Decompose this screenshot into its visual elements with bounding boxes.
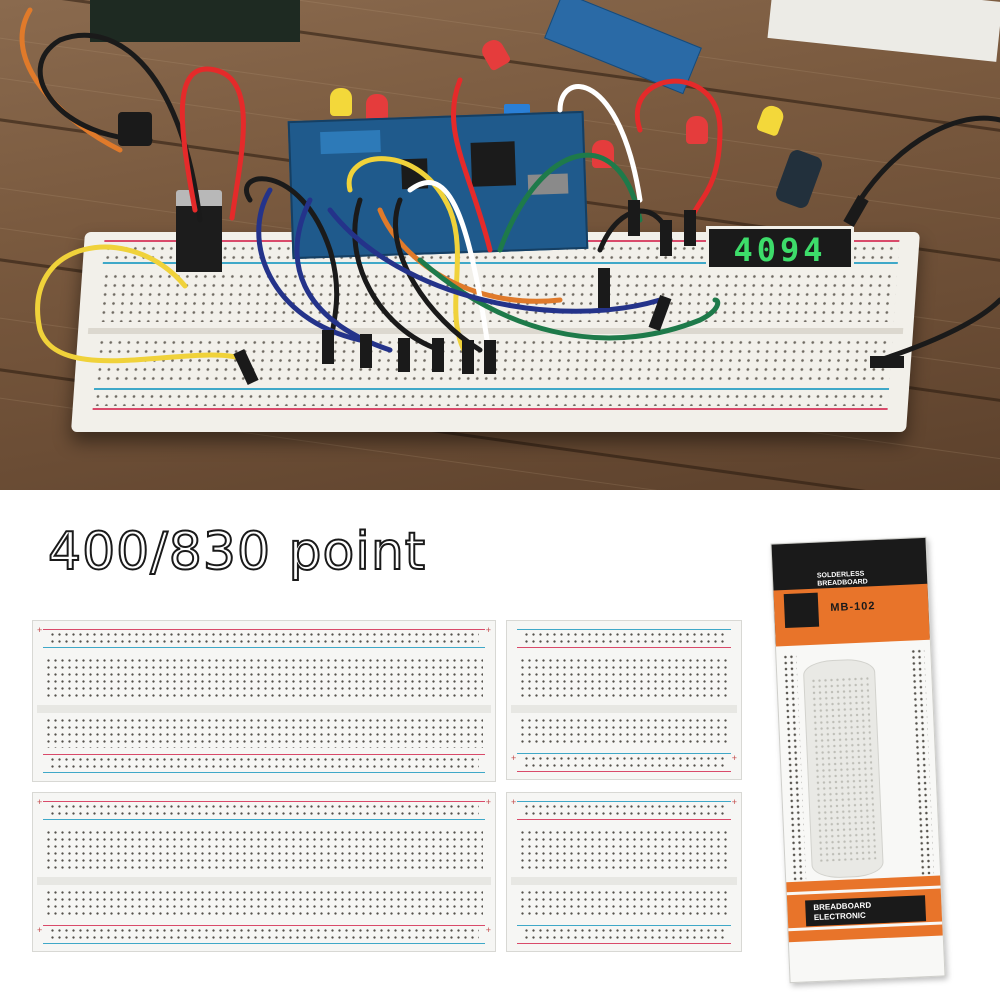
package-bottom-label: BREADBOARD ELECTRONIC bbox=[805, 895, 927, 927]
breadboard-project-photo: 4094 bbox=[0, 0, 1000, 490]
package-side-holes bbox=[910, 648, 935, 877]
product-caption: 400/830 point bbox=[47, 521, 427, 583]
breadboard-400-top: + + bbox=[506, 620, 742, 780]
red-led bbox=[686, 116, 708, 144]
package-model: MB-102 bbox=[830, 600, 876, 615]
breadboard-830-bottom: + + + + bbox=[32, 792, 496, 952]
display-readout: 4094 bbox=[733, 231, 827, 269]
package-side-holes bbox=[782, 653, 807, 882]
mb-102-package: SOLDERLESS BREADBOARD MB-102 BREADBOARD … bbox=[770, 536, 946, 984]
yellow-led bbox=[330, 88, 352, 116]
breadboard-830-top: + + bbox=[32, 620, 496, 772]
dev-board-corner bbox=[90, 0, 300, 42]
red-led bbox=[366, 94, 388, 122]
package-window bbox=[802, 658, 885, 880]
jumper-wires bbox=[19, 7, 1000, 385]
breadboard-830-top-rail bbox=[32, 748, 496, 782]
package-logo bbox=[783, 592, 820, 629]
breadboard-400-bottom: + + bbox=[506, 792, 742, 952]
seven-segment-display: 4094 bbox=[706, 226, 854, 270]
